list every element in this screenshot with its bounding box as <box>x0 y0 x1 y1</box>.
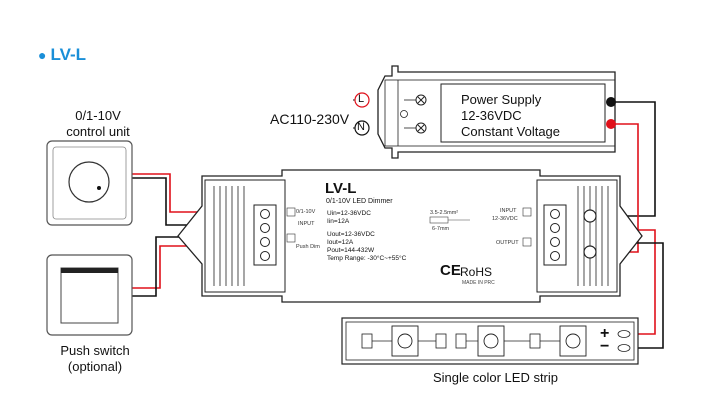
made-in-label: MADE IN PRC <box>462 280 495 286</box>
rohs-mark: RoHS <box>460 265 493 279</box>
ac-terminal-n: N <box>357 121 365 133</box>
right-terminal-label-1: INPUT <box>500 208 517 214</box>
push-switch-label: Push switch(optional) <box>60 343 130 374</box>
strip-minus: − <box>600 338 610 355</box>
terminal-screw-icon <box>550 209 560 261</box>
dimmer-subtitle: 0/1-10V LED Dimmer <box>326 198 393 205</box>
knob-icon <box>68 161 110 203</box>
terminal-screw-icon <box>260 209 270 261</box>
left-terminal-label-3: Push Dim <box>296 244 320 250</box>
terminal-screw-icon <box>415 94 427 134</box>
ce-mark: CE <box>440 262 461 279</box>
control-unit <box>46 140 133 226</box>
wire-strip-spec-1: 3.5-2.5mm² <box>430 210 459 216</box>
left-terminal-label-2: INPUT <box>298 221 315 227</box>
right-terminal-label-2: 12-36VDC <box>492 216 518 222</box>
wire-strip-spec-2: 6-7mm <box>432 226 450 232</box>
left-terminal-label-1: 0/1-10V <box>296 209 316 215</box>
ac-terminal-l: L <box>358 93 365 105</box>
power-supply-label: Power Supply 12-36VDC Constant Voltage <box>461 92 561 139</box>
resistor-icon <box>361 333 541 349</box>
ac-input-label: AC110-230V <box>270 111 350 127</box>
ac-terminal-markers <box>354 92 370 136</box>
dimmer-model: LV-L <box>325 180 357 197</box>
led-strip <box>341 317 639 365</box>
push-switch <box>46 254 133 336</box>
power-supply <box>377 65 616 159</box>
right-terminal-label-3: OUTPUT <box>496 240 519 246</box>
strip-plus: + <box>600 325 610 342</box>
dimmer <box>177 169 643 303</box>
led-chip-icon <box>391 325 587 357</box>
page-title: ●LV-L <box>38 45 87 64</box>
led-strip-label: Single color LED strip <box>433 370 558 385</box>
